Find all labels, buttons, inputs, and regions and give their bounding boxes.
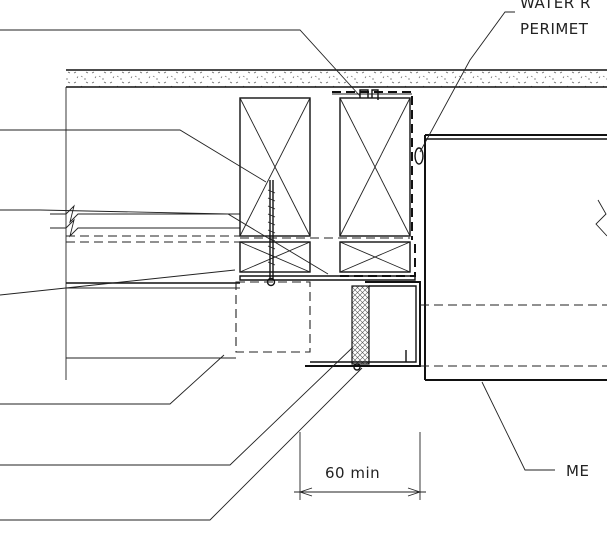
left-wall-section [50,87,240,380]
dimension-60min [294,432,426,500]
concrete-slab [66,69,607,88]
steel-beam-right [420,134,607,381]
dashed-band [66,235,240,243]
screw-fixing [266,180,276,287]
sealant-bead [414,147,424,165]
cavity-barrier [351,285,370,365]
label-dimension: 60 min [325,464,380,482]
timber-plate-right [339,241,411,273]
label-perimet: PERIMET [520,20,589,38]
timber-joist-left [239,97,311,237]
timber-joist-right [339,97,411,237]
steel-channel [305,281,421,371]
base-plate [66,275,416,289]
fixing-clip [332,89,412,100]
label-water-r: WATER R [520,0,591,12]
dashed-hidden-member [235,281,311,353]
label-me: ME [566,462,589,480]
leader-lines [0,11,555,521]
